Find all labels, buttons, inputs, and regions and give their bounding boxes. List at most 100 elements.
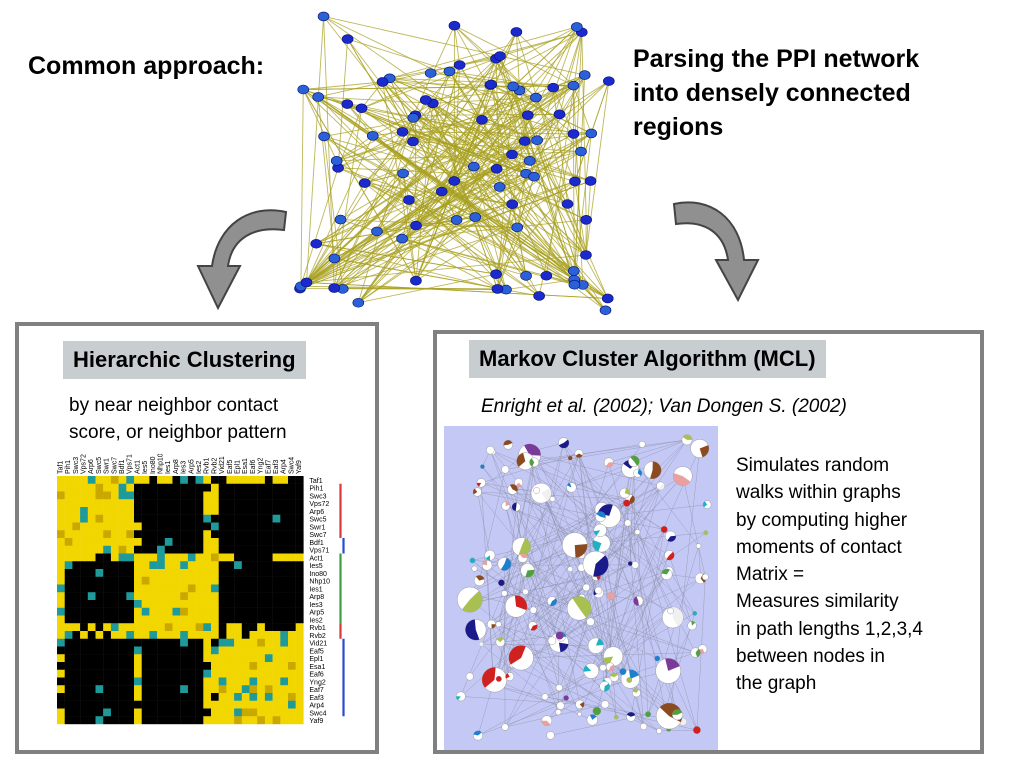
heatmap-cell [226, 685, 235, 694]
heatmap-cell [134, 693, 142, 701]
heatmap-cell [211, 507, 219, 515]
heatmap-cell [126, 654, 135, 663]
heatmap-cell [72, 623, 81, 632]
heatmap-cell [110, 514, 119, 523]
heatmap-cell [57, 631, 65, 639]
heatmap-cell [72, 638, 81, 647]
network-node [553, 109, 566, 120]
heatmap-cell [57, 607, 65, 616]
heatmap-cell [80, 507, 88, 515]
heatmap-row-label: Swc3 [309, 493, 326, 500]
heatmap-cell [64, 538, 73, 546]
heatmap-cell [234, 677, 242, 686]
heatmap-cell [134, 569, 142, 577]
heatmap-cell [195, 545, 204, 554]
hierarchic-clustering-description: by near neighbor contact score, or neigh… [69, 395, 287, 443]
heatmap-cell [211, 522, 219, 531]
heatmap-cell [110, 584, 119, 593]
heatmap-cell [64, 561, 73, 570]
heatmap-cell [187, 483, 196, 492]
mcl-cluster-node [592, 534, 611, 553]
heatmap-cell [226, 530, 235, 539]
heatmap-cell [95, 538, 104, 546]
heatmap-column-label: Vps72 [80, 454, 87, 474]
heatmap-cell [157, 592, 165, 601]
heatmap-cell [141, 561, 150, 570]
heatmap-cell [64, 693, 73, 701]
heatmap-cell [134, 662, 142, 670]
heatmap-cell [126, 600, 135, 608]
heatmap-cell [203, 592, 212, 601]
heatmap-cell [95, 561, 104, 570]
heatmap-cell [126, 700, 135, 709]
heatmap-cell [264, 600, 273, 608]
heatmap-cell [257, 716, 266, 725]
heatmap-cell [257, 669, 266, 678]
heatmap-row-label: Yng2 [309, 679, 325, 686]
heatmap-cell [187, 623, 196, 632]
heatmap-cell [249, 476, 258, 484]
heatmap-cell [187, 507, 196, 515]
heatmap-cell [64, 638, 73, 647]
heatmap-cell [280, 607, 289, 616]
heatmap-cell [164, 584, 173, 593]
heatmap-cell [203, 491, 212, 500]
mcl-cluster-node [480, 464, 485, 469]
heatmap-cell [64, 646, 73, 655]
heatmap-cell [157, 669, 165, 678]
heatmap-cell [288, 476, 296, 484]
heatmap-cell [241, 623, 250, 632]
heatmap-cell [203, 514, 212, 523]
heatmap-cell [203, 561, 212, 570]
heatmap-cell [241, 483, 250, 492]
heatmap-cell [180, 600, 189, 608]
heatmap-cell [134, 623, 142, 632]
heatmap-cell [172, 538, 181, 546]
heatmap-cell [264, 631, 273, 639]
heatmap-cell [57, 491, 65, 500]
heatmap-cell [272, 607, 281, 616]
heatmap-cell [64, 623, 73, 632]
heatmap-cell [264, 615, 273, 624]
mcl-cluster-node [566, 596, 592, 621]
heatmap-cell [64, 600, 73, 608]
mcl-cluster-node [593, 523, 607, 537]
heatmap-cell [257, 584, 266, 593]
heatmap-cell [280, 592, 289, 601]
heatmap-cell [134, 576, 142, 585]
heatmap-row-label: Arp5 [309, 610, 324, 617]
mcl-cluster-node [529, 457, 540, 468]
heatmap-cell [211, 631, 219, 639]
heatmap-cell [110, 638, 119, 647]
heatmap-cell [195, 576, 204, 585]
heatmap-cell [118, 677, 127, 686]
heatmap-cell [149, 499, 158, 508]
heatmap-cell [187, 669, 196, 678]
heatmap-cell [249, 483, 258, 492]
heatmap-column-label: Arp8 [173, 459, 180, 474]
heatmap-cell [187, 615, 196, 624]
heatmap-cell [180, 491, 189, 500]
heatmap-cell [234, 576, 242, 585]
heatmap-cell [257, 576, 266, 585]
heatmap-cell [195, 615, 204, 624]
heatmap-cell [57, 600, 65, 608]
mcl-cluster-node [606, 591, 616, 601]
heatmap-cell [164, 638, 173, 647]
heatmap-cell [195, 623, 204, 632]
heatmap-cell [149, 569, 158, 577]
heatmap-row-label: Yaf9 [309, 718, 323, 725]
heatmap-cell [118, 530, 127, 539]
heatmap-cell [264, 584, 273, 593]
heatmap-cell [241, 561, 250, 570]
heatmap-cell [226, 476, 235, 484]
heatmap-cell [257, 545, 266, 554]
heatmap-cell [157, 685, 165, 694]
network-node [435, 186, 448, 197]
heatmap-cell [241, 677, 250, 686]
heatmap-cell [180, 538, 189, 546]
heatmap-cell [110, 491, 119, 500]
heatmap-row-label: Swc5 [309, 517, 326, 524]
heatmap-cell [180, 646, 189, 655]
heatmap-cell [134, 584, 142, 593]
